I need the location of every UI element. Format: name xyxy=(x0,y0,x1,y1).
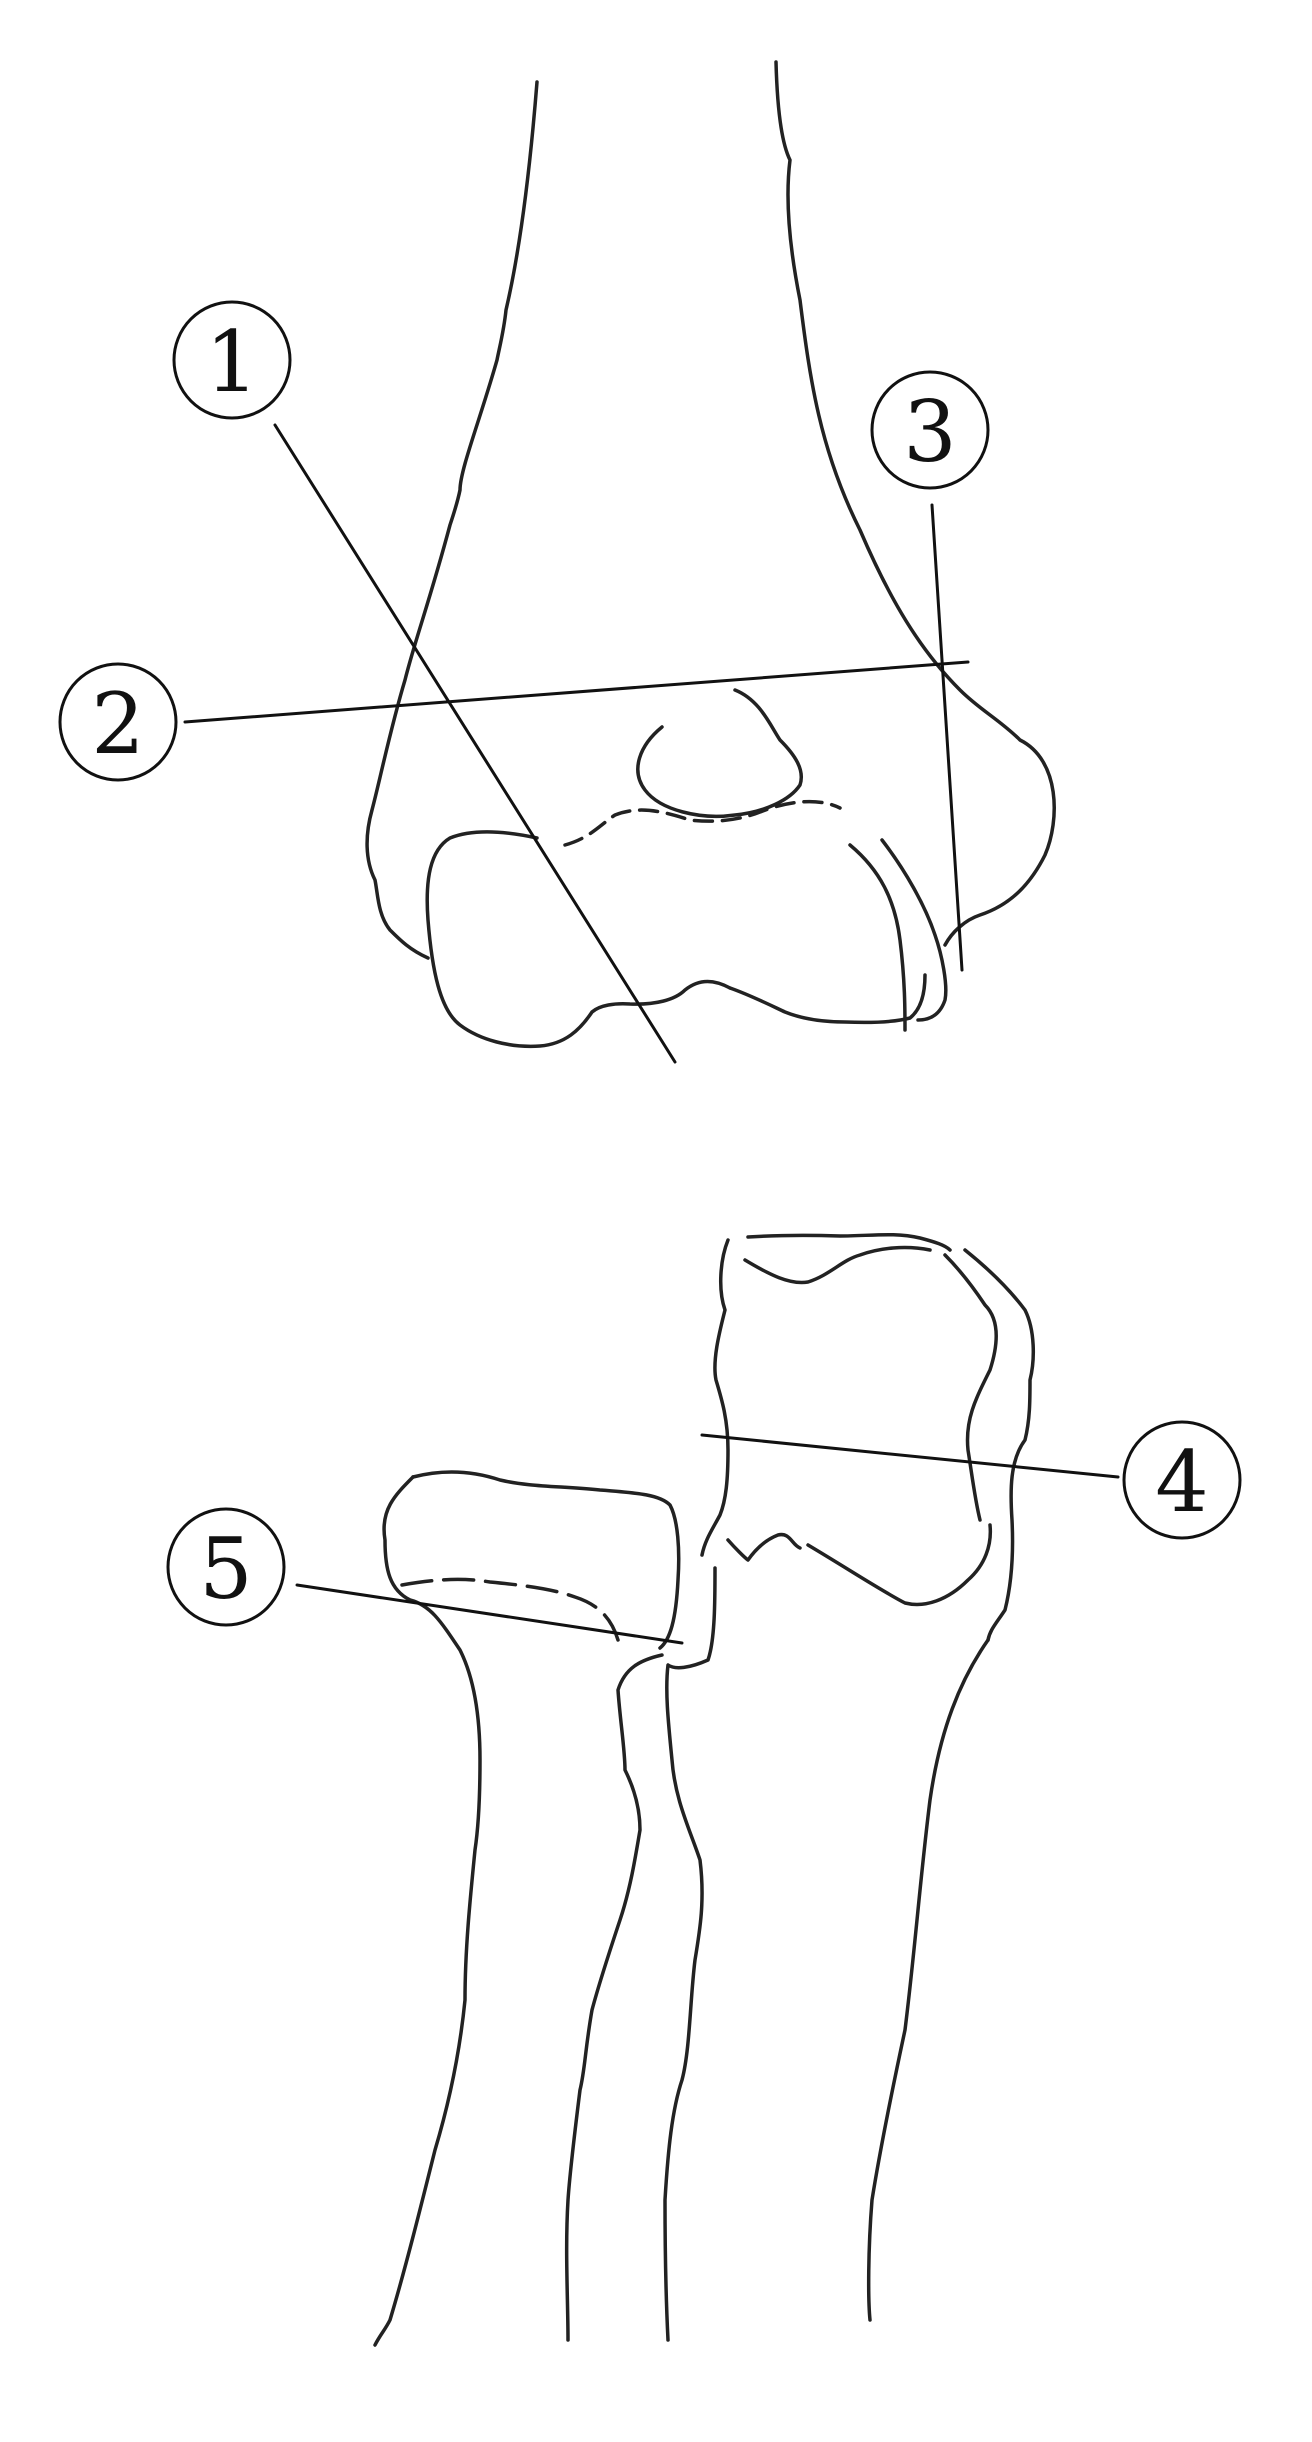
marker-2-label: 2 xyxy=(91,675,144,773)
coronoid-fossa xyxy=(636,688,803,819)
leader-lines xyxy=(183,423,1120,1645)
marker-3-label: 3 xyxy=(903,383,956,481)
marker-5-label: 5 xyxy=(199,1520,252,1618)
humerus-medial-inner xyxy=(848,843,907,1032)
marker-1-circle xyxy=(172,300,292,420)
leader-line-3 xyxy=(930,503,964,972)
marker-4-label: 4 xyxy=(1155,1433,1208,1531)
leader-line-5 xyxy=(295,1583,684,1645)
leader-line-1 xyxy=(273,423,677,1064)
radius-head-articular xyxy=(400,1577,620,1642)
marker-4: 4 xyxy=(1122,1420,1242,1540)
capitulum xyxy=(425,830,732,1049)
ulna-olecranon xyxy=(700,1238,730,1557)
leader-line-2 xyxy=(183,660,970,724)
leader-line-4 xyxy=(700,1433,1120,1479)
marker-4-circle xyxy=(1122,1420,1242,1540)
marker-1: 1 xyxy=(172,300,292,420)
ulna-top xyxy=(746,1232,952,1252)
humerus-figure xyxy=(365,60,1056,1049)
humerus-shaft-left xyxy=(365,80,539,960)
ulna-shaft-right xyxy=(866,1638,990,2322)
trochlea xyxy=(728,973,927,1025)
articular-dashed-line xyxy=(563,799,842,847)
radius-neck xyxy=(564,1653,664,2342)
ulna-posterior-outer xyxy=(963,1248,1036,1642)
marker-3: 3 xyxy=(870,370,990,490)
marker-2: 2 xyxy=(58,662,178,782)
coronoid-process xyxy=(726,1532,802,1562)
humerus-shaft-right xyxy=(774,60,1056,947)
ulna-top-inner xyxy=(743,1245,932,1285)
humerus-medial-edge xyxy=(880,838,948,1022)
ulna-posterior xyxy=(943,1253,998,1522)
radius-head-top xyxy=(411,1470,681,1650)
forearm-figure xyxy=(373,1232,1036,2347)
marker-5: 5 xyxy=(166,1507,286,1627)
radius-head xyxy=(373,1475,482,2347)
marker-5-circle xyxy=(166,1507,286,1627)
marker-2-circle xyxy=(58,662,178,782)
ulna-shaft-left xyxy=(663,1566,717,2342)
marker-1-label: 1 xyxy=(205,313,258,411)
trochlear-notch xyxy=(806,1523,993,1607)
marker-3-circle xyxy=(870,370,990,490)
